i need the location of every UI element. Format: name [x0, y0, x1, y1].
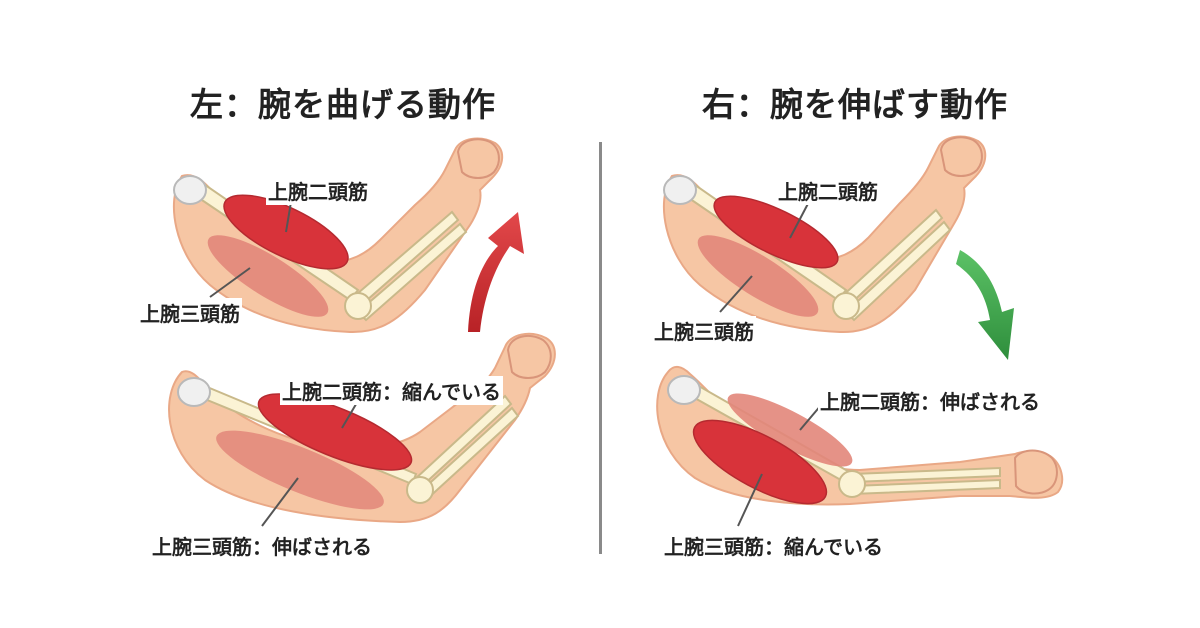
triceps-muscle [216, 430, 384, 510]
elbow-joint [406, 476, 434, 504]
left-bottom-triceps-label: 上腕三頭筋：伸ばされる [150, 531, 374, 560]
right-top-triceps-label: 上腕三頭筋 [652, 316, 756, 345]
right-bottom-triceps-label: 上腕三頭筋：縮んでいる [662, 531, 885, 560]
extend-arrow [956, 250, 1014, 360]
left-top-arm [172, 137, 504, 334]
triceps-pointer [209, 267, 251, 298]
right-top-biceps-label: 上腕二頭筋 [776, 176, 880, 205]
right-panel-title: 右：腕を伸ばす動作 [702, 85, 1008, 124]
fist [939, 136, 983, 177]
panel-divider [599, 142, 602, 554]
humerus-head [667, 375, 701, 405]
humerus-head [177, 377, 211, 407]
fist [506, 334, 552, 379]
fist [456, 138, 500, 179]
right-bottom-arm [656, 366, 1064, 527]
fist [1013, 449, 1058, 495]
biceps-muscle [727, 393, 853, 467]
triceps-muscle [692, 419, 828, 505]
triceps-pointer [719, 275, 753, 313]
right-bottom-biceps-label: 上腕二頭筋：伸ばされる [818, 386, 1042, 415]
elbow-joint [838, 470, 866, 498]
humerus-head [173, 175, 207, 205]
triceps-muscle [207, 235, 329, 317]
left-bottom-arm [168, 332, 556, 527]
flex-arrow [468, 212, 524, 332]
biceps-muscle [713, 195, 839, 269]
biceps-muscle [257, 393, 413, 471]
left-bottom-biceps-label: 上腕二頭筋：縮んでいる [280, 376, 503, 405]
right-top-arm [662, 135, 987, 334]
humerus-head [663, 175, 697, 205]
elbow-joint [344, 292, 372, 320]
elbow-joint [832, 292, 860, 320]
left-top-triceps-label: 上腕三頭筋 [138, 298, 242, 327]
left-panel-title: 左：腕を曲げる動作 [190, 85, 496, 124]
triceps-pointer [261, 477, 299, 527]
triceps-pointer [737, 473, 763, 527]
triceps-muscle [697, 235, 819, 317]
left-top-biceps-label: 上腕二頭筋 [266, 176, 370, 205]
